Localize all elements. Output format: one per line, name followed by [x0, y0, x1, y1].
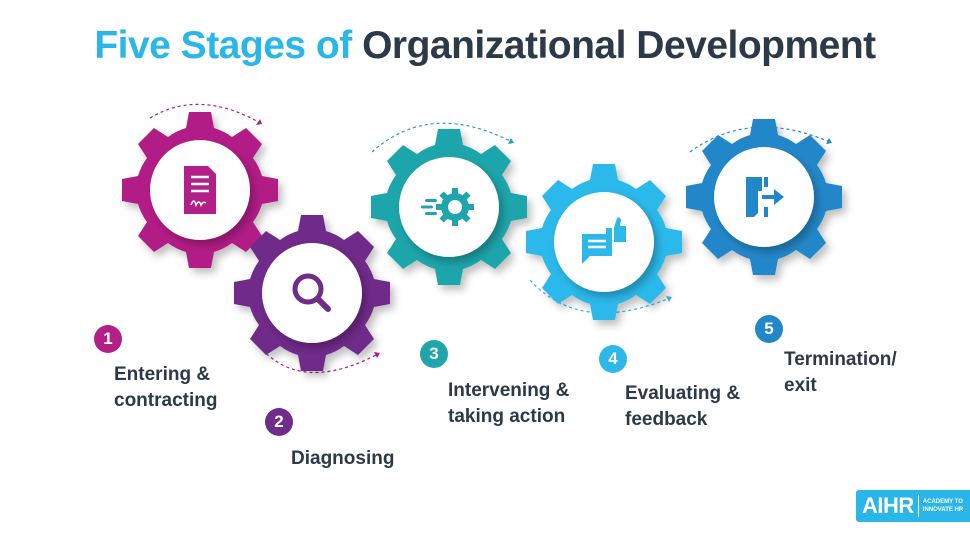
exit-door-icon — [746, 177, 784, 217]
signed-document-icon — [184, 166, 216, 214]
stage-4-label: Evaluating & feedback — [625, 383, 741, 430]
magnifier-icon — [292, 273, 331, 312]
stage-3-label: Intervening & taking action — [448, 380, 570, 427]
stage-3-badge: 3 — [420, 340, 448, 368]
stage-5-badge: 5 — [755, 315, 783, 343]
aihr-logo: AIHR ACADEMY TO INNOVATE HR — [856, 490, 970, 522]
logo-divider — [917, 495, 919, 517]
fast-gear-icon — [421, 188, 474, 226]
stage-5-label: Termination/ exit — [784, 349, 897, 396]
title-main: Organizational Development — [362, 24, 876, 67]
flow-arrow-1 — [149, 103, 263, 125]
page-title: Five Stages of Organizational Developmen… — [0, 24, 970, 68]
flow-arrow-3 — [371, 122, 514, 153]
flow-arrow-4 — [529, 279, 672, 314]
stage-2-badge: 2 — [265, 408, 293, 436]
gear-4 — [526, 164, 682, 320]
stage-2-label: Diagnosing — [291, 448, 395, 469]
stage-1-badge: 1 — [94, 325, 122, 353]
feedback-thumbs-up-icon — [582, 217, 626, 264]
stage-4-badge: 4 — [599, 345, 627, 373]
title-accent: Five Stages of — [94, 24, 352, 67]
gear-2 — [234, 215, 390, 371]
logo-tagline: ACADEMY TO INNOVATE HR — [922, 499, 964, 513]
logo-mark: AIHR — [862, 493, 914, 518]
flow-arrow-5 — [689, 126, 832, 153]
gear-5 — [686, 119, 842, 275]
stage-1-label: Entering & contracting — [114, 364, 218, 411]
flow-arrow-2 — [257, 344, 380, 373]
gear-3 — [371, 129, 527, 285]
gear-1 — [122, 112, 278, 268]
